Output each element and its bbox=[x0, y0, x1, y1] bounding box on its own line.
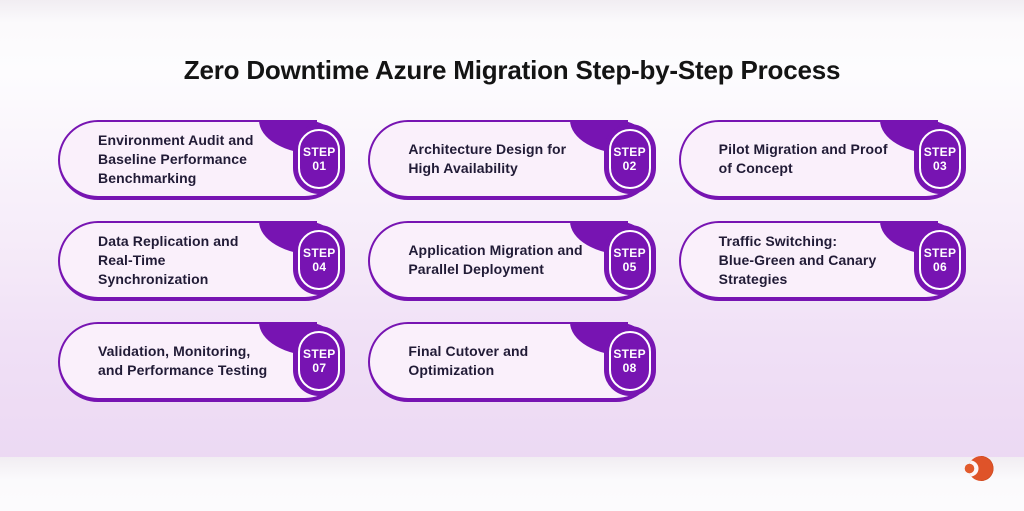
step-badge: STEP 05 bbox=[603, 225, 656, 295]
step-badge-number: 06 bbox=[933, 260, 947, 274]
step-badge-number: 01 bbox=[312, 159, 327, 173]
step-badge-number: 02 bbox=[622, 159, 637, 173]
step-badge-label: STEP bbox=[923, 145, 957, 159]
step-badge-label: STEP bbox=[923, 246, 957, 260]
page-title: Zero Downtime Azure Migration Step-by-St… bbox=[183, 55, 841, 85]
step-card-title: Architecture Design for High Availabilit… bbox=[408, 141, 567, 176]
step-card-4: Data Replication and Real-Time Synchroni… bbox=[58, 221, 346, 301]
step-card-title: Final Cutover and Optimization bbox=[408, 343, 529, 378]
step-card-title: Data Replication and Real-Time Synchroni… bbox=[98, 232, 239, 287]
step-badge-number: 04 bbox=[312, 260, 327, 274]
step-card-title: Pilot Migration and Proof of Concept bbox=[718, 141, 888, 176]
step-badge-label: STEP bbox=[613, 246, 646, 260]
step-badge-number: 08 bbox=[622, 361, 637, 375]
step-badge: STEP 08 bbox=[603, 326, 656, 396]
step-badge: STEP 06 bbox=[914, 225, 966, 295]
step-badge: STEP 01 bbox=[293, 124, 346, 194]
step-badge: STEP 04 bbox=[293, 225, 346, 295]
step-card-6: Traffic Switching: Blue-Green and Canary… bbox=[678, 221, 966, 301]
step-badge: STEP 02 bbox=[603, 124, 656, 194]
step-card-title: Application Migration and Parallel Deplo… bbox=[408, 242, 583, 277]
step-card-3: Pilot Migration and Proof of Concept STE… bbox=[678, 120, 966, 200]
step-badge-number: 05 bbox=[622, 260, 637, 274]
step-badge-label: STEP bbox=[303, 347, 336, 361]
step-card-title: Traffic Switching: Blue-Green and Canary… bbox=[718, 232, 877, 287]
step-card-2: Architecture Design for High Availabilit… bbox=[368, 120, 656, 200]
step-card-1: Environment Audit and Baseline Performan… bbox=[58, 120, 346, 200]
steps-grid: Environment Audit and Baseline Performan… bbox=[58, 120, 966, 402]
step-badge: STEP 03 bbox=[914, 124, 966, 194]
step-badge-number: 07 bbox=[312, 361, 327, 375]
step-card-title: Environment Audit and Baseline Performan… bbox=[98, 131, 254, 186]
step-badge-label: STEP bbox=[613, 347, 646, 361]
step-card-7: Validation, Monitoring, and Performance … bbox=[58, 322, 346, 402]
step-card-title: Validation, Monitoring, and Performance … bbox=[98, 343, 268, 378]
step-card-8: Final Cutover and Optimization STEP 08 bbox=[368, 322, 656, 402]
step-badge-label: STEP bbox=[303, 145, 336, 159]
step-badge: STEP 07 bbox=[293, 326, 346, 396]
step-card-5: Application Migration and Parallel Deplo… bbox=[368, 221, 656, 301]
step-badge-number: 03 bbox=[933, 159, 947, 173]
step-badge-label: STEP bbox=[303, 246, 336, 260]
step-badge-label: STEP bbox=[613, 145, 646, 159]
